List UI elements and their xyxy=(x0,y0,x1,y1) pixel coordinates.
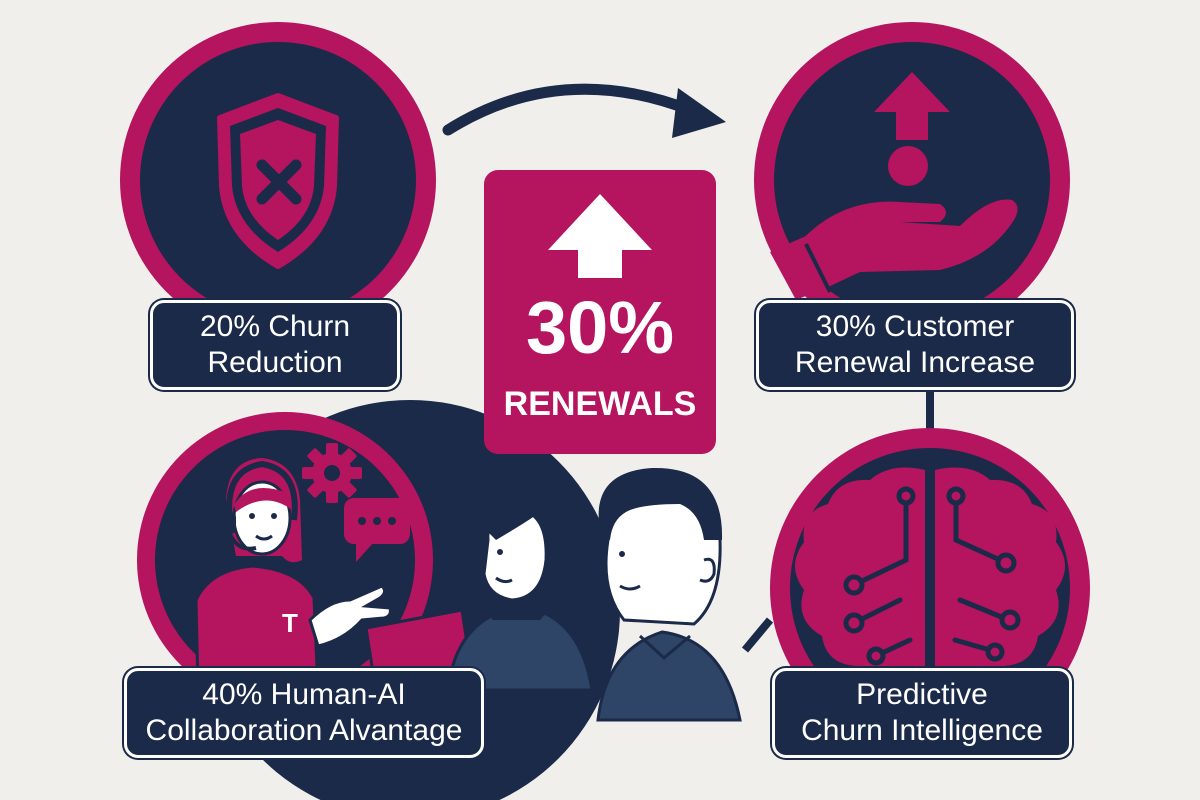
customer-renewal-label: 30% Customer Renewal Increase xyxy=(756,300,1074,390)
predictive-label: Predictive Churn Intelligence xyxy=(772,668,1072,758)
churn-reduction-line2: Reduction xyxy=(207,346,343,379)
connector-line-bottom xyxy=(741,617,774,653)
churn-reduction-circle xyxy=(120,22,436,338)
churn-reduction-line1: 20% Churn xyxy=(199,310,351,343)
renewals-card: 30% RENEWALS xyxy=(484,170,716,454)
human-ai-label: 40% Human-AI Collaboration Alvantage xyxy=(124,668,484,758)
renewals-percent: 30% xyxy=(525,286,675,369)
hand-up-arrow-icon xyxy=(770,72,1018,300)
person-woman-icon xyxy=(446,493,594,692)
human-ai-line2: Collaboration Alvantage xyxy=(145,714,463,747)
shield-x-icon xyxy=(217,93,339,269)
renewals-label: RENEWALS xyxy=(503,385,697,423)
brand-badge: T xyxy=(282,608,298,638)
up-arrow-icon xyxy=(548,194,652,278)
customer-renewal-circle xyxy=(754,22,1070,338)
predictive-line2: Churn Intelligence xyxy=(801,714,1043,747)
human-ai-line1: 40% Human-AI xyxy=(202,678,406,711)
churn-reduction-label: 20% Churn Reduction xyxy=(150,300,400,390)
brain-circuit-icon xyxy=(795,467,1065,687)
curved-arrow-icon xyxy=(442,83,726,138)
chat-bubble-icon xyxy=(344,498,410,562)
person-man-icon xyxy=(596,467,742,722)
predictive-line1: Predictive xyxy=(856,678,988,711)
gear-icon xyxy=(302,443,362,503)
customer-renewal-line1: 30% Customer xyxy=(815,310,1015,343)
customer-renewal-line2: Renewal Increase xyxy=(794,346,1036,379)
